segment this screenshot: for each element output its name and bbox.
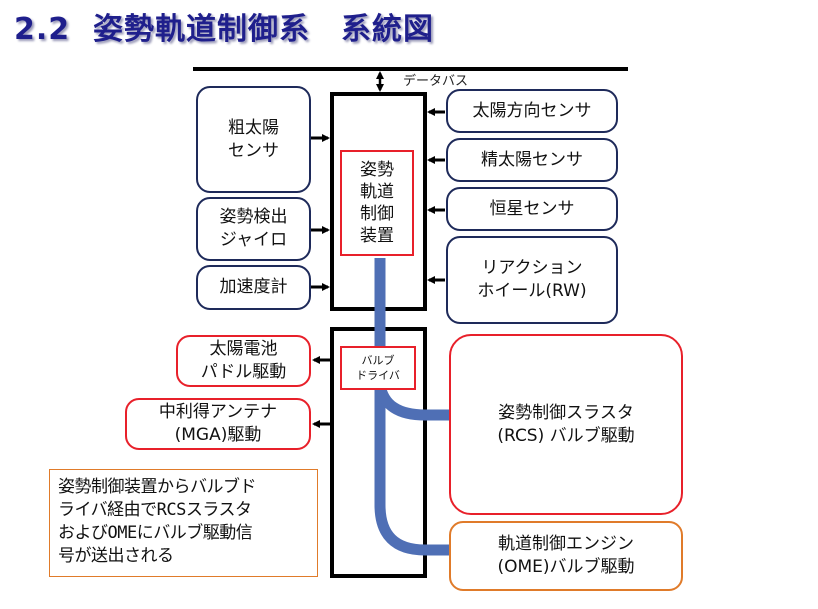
rcs-valve-drive-label: 姿勢制御スラスタ (RCS) バルブ駆動 [497, 402, 635, 446]
data-bus-label: データバス [403, 74, 469, 89]
solar-paddle-drive-label: 太陽電池 パドル駆動 [200, 339, 287, 382]
star-sensor-box: 恒星センサ [446, 187, 618, 231]
ome-valve-drive-box: 軌道制御エンジン (OME)バルブ駆動 [449, 521, 683, 591]
coarse-sun-sensor-label: 粗太陽 センサ [228, 117, 279, 161]
reaction-wheel-box: リアクション ホイール(RW) [446, 236, 618, 324]
mga-drive-box: 中利得アンテナ (MGA)駆動 [125, 398, 311, 450]
reaction-wheel-label: リアクション ホイール(RW) [477, 258, 587, 301]
sun-direction-sensor-box: 太陽方向センサ [446, 89, 618, 133]
solar-paddle-drive-box: 太陽電池 パドル駆動 [176, 335, 311, 387]
valve-driver-label-box: バルブ ドライバ [340, 346, 416, 390]
valve-signal-pipe [374, 258, 455, 556]
valve-driver-label: バルブ ドライバ [356, 353, 400, 382]
fine-sun-sensor-label: 精太陽センサ [481, 149, 583, 170]
page-title: 2.2 姿勢軌道制御系 系統図 [14, 12, 435, 47]
attitude-gyro-box: 姿勢検出 ジャイロ [196, 197, 311, 261]
accelerometer-box: 加速度計 [196, 265, 311, 310]
coarse-sun-sensor-box: 粗太陽 センサ [196, 86, 311, 193]
attitude-gyro-label: 姿勢検出 ジャイロ [219, 207, 288, 250]
mga-drive-label: 中利得アンテナ (MGA)駆動 [158, 402, 278, 445]
data-bus-line [193, 67, 628, 71]
ome-valve-drive-label: 軌道制御エンジン (OME)バルブ駆動 [497, 534, 635, 577]
rcs-valve-drive-box: 姿勢制御スラスタ (RCS) バルブ駆動 [449, 334, 683, 515]
sun-direction-sensor-label: 太陽方向センサ [472, 100, 592, 121]
controller-label-box: 姿勢 軌道 制御 装置 [340, 150, 414, 256]
fine-sun-sensor-box: 精太陽センサ [446, 138, 618, 182]
accelerometer-label: 加速度計 [219, 277, 288, 298]
star-sensor-label: 恒星センサ [489, 198, 575, 219]
controller-label: 姿勢 軌道 制御 装置 [360, 159, 394, 247]
explanation-note: 姿勢制御装置からバルブド ライバ経由でRCSスラスタ およびOMEにバルブ駆動信… [49, 469, 318, 577]
